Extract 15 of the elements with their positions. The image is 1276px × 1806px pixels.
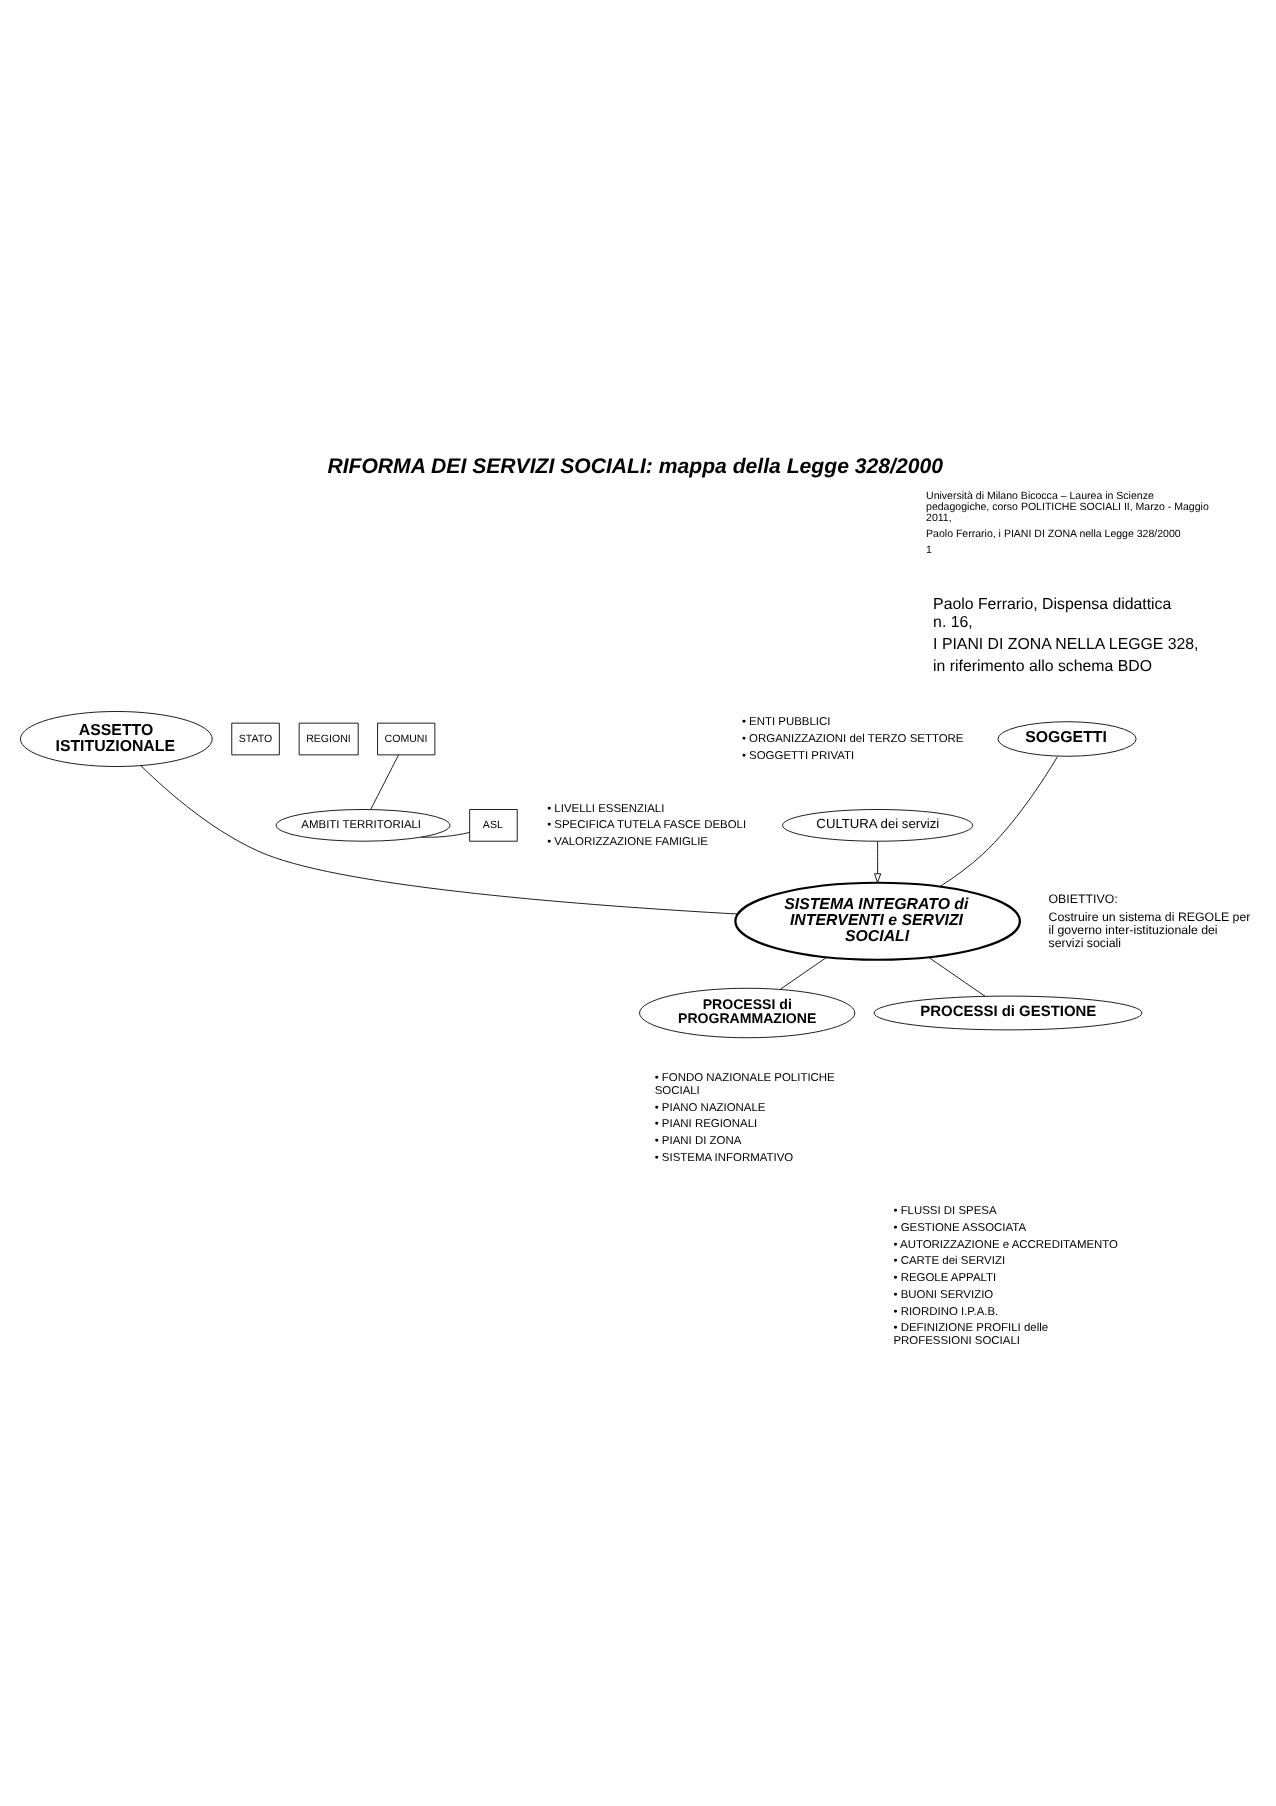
diagram-title: RIFORMA DEI SERVIZI SOCIALI: mappa della Legge 328/2000: [327, 455, 943, 480]
connector: [140, 765, 739, 915]
connector: [939, 756, 1058, 887]
connector: [780, 957, 827, 990]
node-ellipse: PROCESSI di GESTIONE: [873, 995, 1143, 1031]
label: I PIANI DI ZONA NELLA LEGGE 328,: [933, 634, 1199, 653]
label: in riferimento allo schema BDO: [933, 656, 1152, 675]
connector: [928, 957, 986, 997]
label: Paolo Ferrario, Dispensa didattica n. 16,: [933, 594, 1172, 631]
node-ellipse: ASSETTO ISTITUZIONALE: [20, 711, 213, 767]
connector: [420, 832, 470, 838]
node-ellipse: SISTEMA INTEGRATO di INTERVENTI e SERVIZI SOCIALI: [734, 881, 1021, 961]
node-ellipse: SOGGETTI: [997, 721, 1137, 757]
connector: [370, 754, 399, 810]
arrow: [874, 840, 882, 883]
